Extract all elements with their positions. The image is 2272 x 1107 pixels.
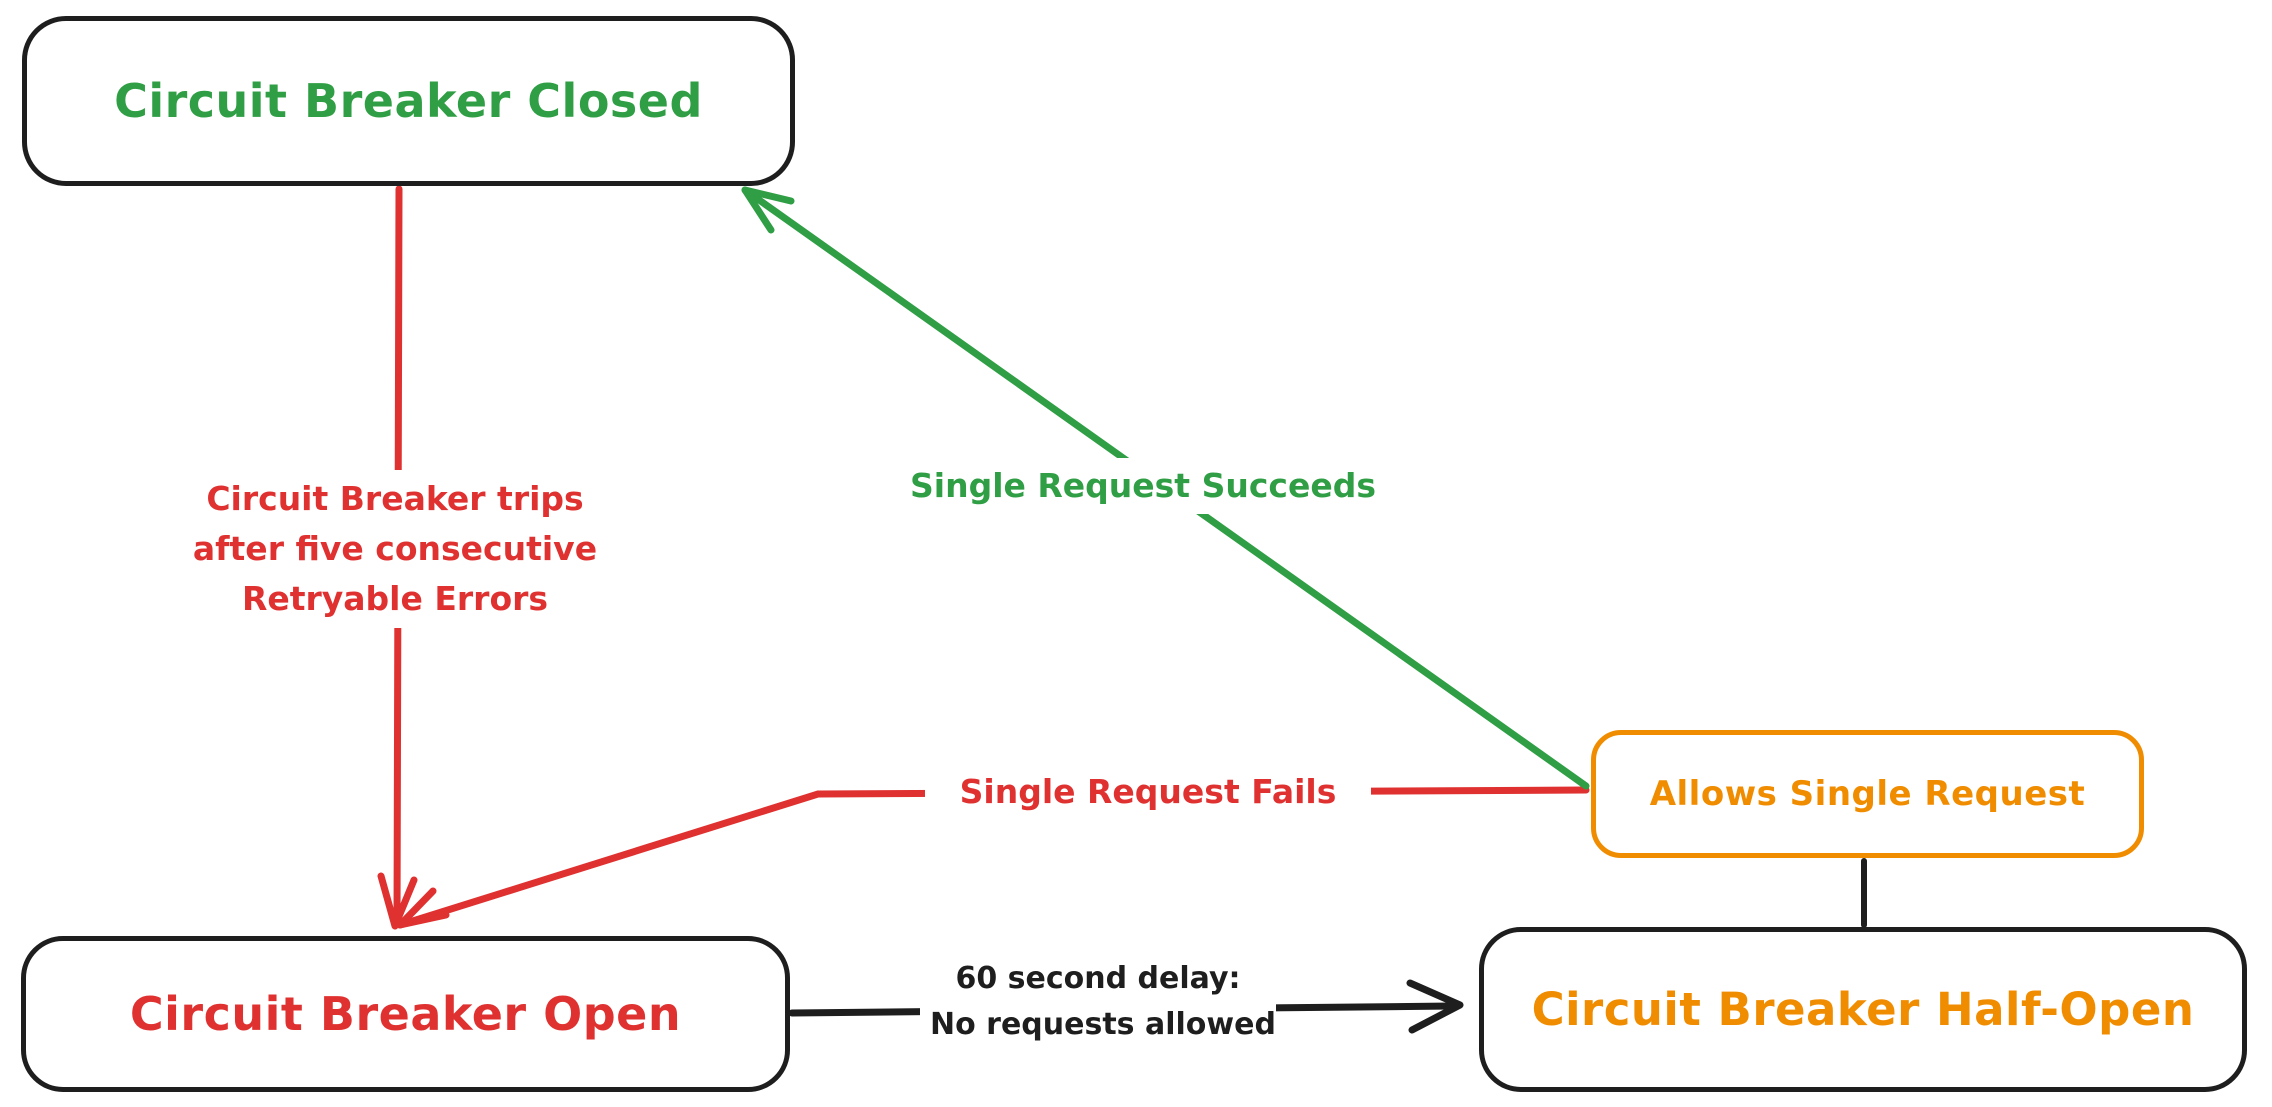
edge-label-fail: Single Request Fails bbox=[925, 764, 1371, 820]
edge-label-fail-text: Single Request Fails bbox=[959, 772, 1337, 811]
arrowhead-fail bbox=[396, 887, 450, 929]
edge-label-trip-line3: Retryable Errors bbox=[241, 579, 549, 618]
node-allows-single-request: Allows Single Request bbox=[1591, 730, 2144, 858]
arrowhead-trip bbox=[377, 872, 418, 930]
edge-label-success: Single Request Succeeds bbox=[900, 458, 1384, 514]
edge-label-trip-line1: Circuit Breaker trips bbox=[206, 479, 584, 518]
node-allows-single-request-label: Allows Single Request bbox=[1649, 774, 2086, 814]
node-circuit-breaker-closed-label: Circuit Breaker Closed bbox=[114, 74, 703, 128]
node-circuit-breaker-closed: Circuit Breaker Closed bbox=[22, 16, 795, 186]
node-circuit-breaker-half-open-label: Circuit Breaker Half-Open bbox=[1531, 983, 2195, 1036]
node-circuit-breaker-open-label: Circuit Breaker Open bbox=[129, 987, 682, 1041]
edge-label-delay-line2: No requests allowed bbox=[930, 1007, 1276, 1042]
node-circuit-breaker-open: Circuit Breaker Open bbox=[21, 936, 790, 1092]
edge-label-success-text: Single Request Succeeds bbox=[910, 466, 1376, 505]
edge-label-trip-line2: after five consecutive bbox=[192, 529, 598, 568]
edge-label-trip: Circuit Breaker trips after five consecu… bbox=[163, 470, 627, 628]
edge-label-delay: 60 second delay: No requests allowed bbox=[920, 952, 1276, 1052]
arrowhead-delay bbox=[1406, 979, 1464, 1034]
node-circuit-breaker-half-open: Circuit Breaker Half-Open bbox=[1479, 927, 2247, 1092]
edge-label-delay-line1: 60 second delay: bbox=[955, 961, 1241, 996]
arrowhead-success bbox=[741, 186, 795, 234]
